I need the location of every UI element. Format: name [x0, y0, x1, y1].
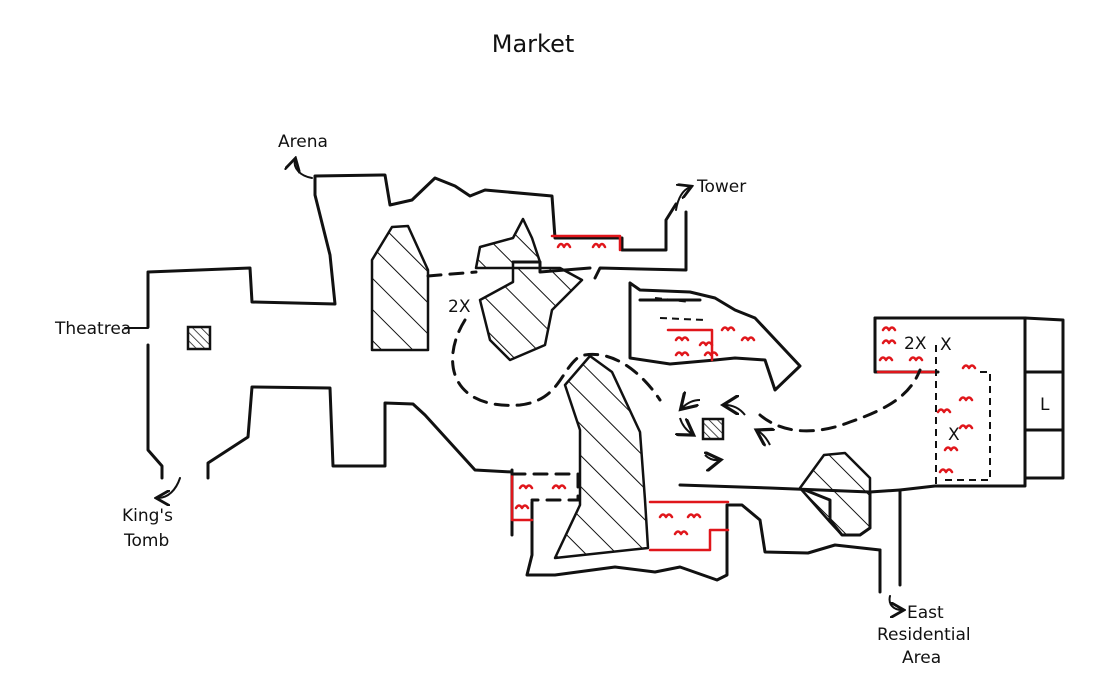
x-upper-marker: X — [940, 335, 952, 355]
plaza-statue-icon — [701, 417, 725, 441]
map-title: Market — [492, 30, 575, 58]
l-room-marker: L — [1040, 395, 1050, 415]
double-x-west-marker: 2X — [448, 297, 471, 317]
tower-label: Tower — [696, 177, 746, 197]
exit-pointers — [124, 160, 902, 610]
arrow-se-icon — [705, 455, 719, 460]
arrow-nw-icon — [725, 405, 746, 416]
kings-tomb-exit-arrow-icon — [158, 477, 181, 498]
arena-label: Arena — [278, 132, 328, 152]
arena-exit-arrow-icon — [295, 160, 313, 179]
east-label-line2: Residential — [877, 625, 971, 645]
dashed-paths — [426, 270, 991, 502]
east-label-line1: East — [907, 603, 944, 623]
tower-exit-arrow-icon — [675, 187, 690, 211]
x-lower-marker: X — [948, 425, 960, 445]
theatre-label: Theatrea — [54, 319, 131, 339]
arrow-ne-icon — [758, 431, 770, 445]
kings-tomb-label-line1: King's — [122, 506, 173, 526]
arrow-sw-icon — [680, 417, 692, 434]
circulation-arrows — [680, 400, 770, 460]
east-exit-arrow-icon — [888, 595, 902, 610]
kings-tomb-label-line2: Tomb — [123, 531, 169, 551]
labels: Arena Tower Theatrea King's Tomb East Re… — [54, 132, 1050, 668]
hatched-obstacles — [186, 217, 872, 560]
arrow-w-icon — [682, 400, 701, 408]
theatre-statue-icon — [186, 325, 212, 351]
market-stalls — [510, 234, 977, 552]
double-x-east-marker: 2X — [904, 334, 927, 354]
east-label-line3: Area — [902, 648, 941, 668]
